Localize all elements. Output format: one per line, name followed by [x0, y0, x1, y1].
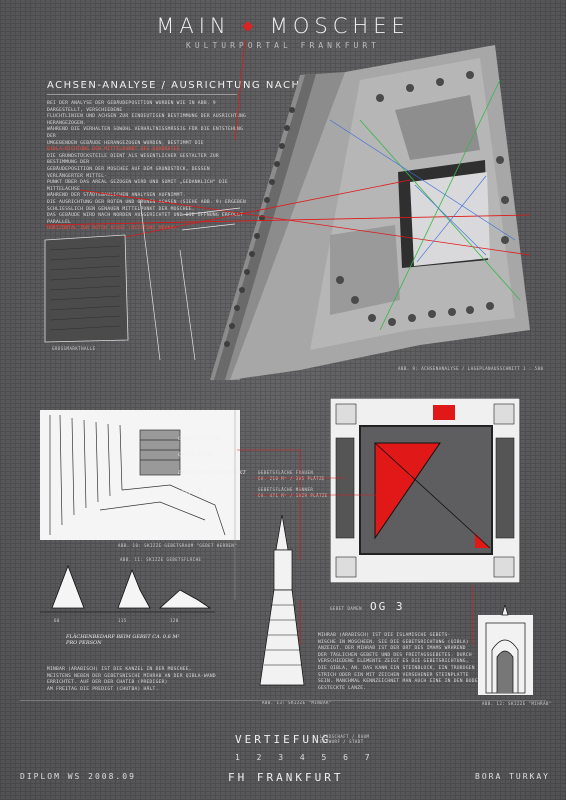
tree-row: [224, 107, 295, 347]
grossmarkthalle-label: GROSSMARKTHALLE: [52, 346, 96, 351]
intro-line: QIBLA-RICHTUNG DEN MITTELPUNKT DES QUADR…: [47, 147, 183, 153]
footer-school: FH FRANKFURT: [228, 771, 344, 784]
minbar-sketch: [259, 515, 305, 686]
footer-numbers: 1 2 3 4 5 6 7: [235, 753, 376, 762]
intro-line: GEBÄUDEPOSITION DER MOSCHEE AUF DEM GRUN…: [47, 166, 210, 179]
diamond-icon: ◆: [242, 18, 259, 34]
poster-subtitle: KULTURPORTAL FRANKFURT: [186, 41, 380, 50]
intro-line: DAS GEBÄUDE WIRD NACH NORDEN AUSGERICHTE…: [47, 213, 244, 225]
mihrab-line: ANZEIGT. DER MIHRAB IST DER ORT DES IMAM…: [318, 646, 466, 652]
women-area-label: GEBETSFLÄCHE FRAUEN: [258, 470, 314, 475]
sketch-note: DRUCKSPUR VERSTÄRKT: [178, 470, 246, 476]
plaza-north: [395, 95, 480, 160]
intro-text: BEI DER ANALYSE DER GEBÄUDEPOSITION WURD…: [47, 101, 247, 233]
minbar-line: ERRICHTET. AUF DER DER CHATIB (PREDIGER): [47, 680, 168, 686]
interior-sketch-caption: ABB. 10: SKIZZE GEBETSRAUM "GEBET HERREN…: [118, 543, 238, 548]
women-area-value: CA. 210 M² / 305 PLÄTZE: [258, 476, 325, 481]
dim-label: 120: [170, 618, 179, 623]
prayer-area-note: FLÄCHENBEDARF BEIM GEBET CA. 0,6 M² PRO …: [66, 634, 180, 646]
street-outlines: [139, 199, 241, 361]
minbar-caption: ABB. 13: SKIZZE "MINBAR": [262, 700, 332, 705]
red-room: [433, 405, 455, 420]
minbar-line: MEISTENS NEBEN DER GEBETSNISCHE MIHRAB A…: [47, 673, 216, 679]
intro-line: UMGEBENDEN GEBÄUDE HERANGEZOGEN WURDEN, …: [47, 140, 204, 146]
mihrab-line: SEIN. MANCHMAL KENNZEICHNET MAN AUCH EIN…: [318, 679, 481, 685]
level-label: OG 3: [370, 600, 405, 613]
intro-line: BEI DER ANALYSE DER GEBÄUDEPOSITION WURD…: [47, 101, 216, 113]
grossmarkthalle-hatch: [49, 245, 121, 331]
mihrab-line: NISCHE IN MOSCHEEN. SIE DIE GEBETSRICHTU…: [318, 639, 469, 645]
title-left: MAIN: [156, 14, 231, 38]
mihrab-line: DIE QIBLA, AN. DAS KANN EIN STEINBLOCK, …: [318, 665, 475, 671]
footer-vertiefung: VERTIEFUNG: [235, 733, 332, 746]
footer-diploma: DIPLOM WS 2008.09: [20, 772, 136, 781]
men-area-label: GEBETSFLÄCHE MÄNNER: [258, 487, 314, 492]
mihrab-caption: ABB. 12: SKIZZE "MIHRAB": [482, 701, 552, 706]
sketch-note: QIBLA-WAND: [178, 452, 213, 458]
heading-underline: [47, 94, 237, 95]
intro-line: FLUCHTLINIEN UND ACHSEN ZUR EINDEUTIGEN …: [47, 114, 247, 126]
intro-line: PUNKT ÜBER DAS AREAL GEZOGEN WIRD UND SO…: [47, 180, 228, 192]
footer-author: BORA TURKAY: [475, 772, 550, 781]
intro-line: WÄHREND DIE VERHALTEN SOWOHL VERHÄLTNISS…: [47, 127, 244, 139]
mihrab-text: MIHRAB (ARABISCH) IST DIE ISLAMISCHE GEB…: [318, 633, 488, 692]
prayer-sketch-caption: ABB. 11: SKIZZE GEBETSFLÄCHE: [120, 557, 202, 562]
intro-line: DIE AUSRICHTUNG DER ROTEN UND GRÜNEN ACH…: [47, 199, 247, 205]
intro-line: SCHLIESSLICH DEN GENAUEN MITTELPUNKT DER…: [47, 206, 195, 212]
plot-trees: [336, 71, 509, 326]
interior-sketch: [40, 410, 240, 540]
plaza-west: [330, 225, 400, 315]
minbar-line: AM FREITAG DIE PREDIGT (CHUTBA) HÄLT.: [47, 686, 159, 692]
site-plan-caption: ABB. 9: ACHSENANALYSE / LAGEPLANAUSSCHNI…: [398, 366, 544, 371]
level-prefix: GEBET DAMEN: [330, 606, 362, 611]
title-right: MOSCHEE: [269, 14, 410, 38]
floor-plan: [330, 398, 520, 583]
minbar-line: MINBAR (ARABISCH) IST DIE KANZEL IN DER …: [47, 667, 192, 672]
mihrab-line: GESTECKTE LANZE.: [318, 685, 367, 691]
mihrab-sketch: [478, 605, 533, 695]
intro-line: HORIZONTAL ZUR ROTEN ACHSE (RICHTUNG MEK…: [47, 226, 180, 232]
poster-title: MAIN ◆ MOSCHEE: [0, 14, 566, 38]
minbar-text: MINBAR (ARABISCH) IST DIE KANZEL IN DER …: [47, 667, 247, 693]
section-heading: ACHSEN-ANALYSE / AUSRICHTUNG NACH MEKKA: [47, 80, 348, 91]
men-area-value: CA. 471 M² / 1029 PLÄTZE: [258, 493, 328, 498]
intro-line: WÄHREND DER STÄDTEBAULICHEN ANALYSEN AUF…: [47, 193, 186, 199]
mihrab-line: DER TÄGLICHEN GEBETE UND DES FREITAGSGEB…: [318, 652, 472, 658]
blue-axes: [329, 119, 516, 263]
intro-line: DIE GRUNDSTÜCKSTEILE DIENT ALS WESENTLIC…: [47, 153, 219, 166]
prayer-posture-sketch: [40, 564, 215, 613]
grossmarkthalle-outline: [44, 234, 129, 343]
mihrab-line: MIHRAB (ARABISCH) IST DIE ISLAMISCHE GEB…: [318, 633, 451, 638]
dim-label: 60: [54, 618, 60, 623]
dim-label: 115: [118, 618, 127, 623]
mihrab-line: STRICH ODER EIN MIT ZEICHEN VERSEHENER S…: [318, 672, 469, 678]
footer-rule: [20, 700, 546, 701]
sketch-note: TEPPICH: [178, 490, 202, 496]
sketch-note: GEBETSNISCHE: [178, 436, 222, 442]
footer-small-note: LANDSCHAFT / RAUM ENTWURF / STADT: [320, 734, 370, 744]
tram-track: [214, 74, 316, 380]
mihrab-line: VERSCHIEDENE ELEMENTE ZEIGT ES DIE GEBET…: [318, 659, 469, 665]
